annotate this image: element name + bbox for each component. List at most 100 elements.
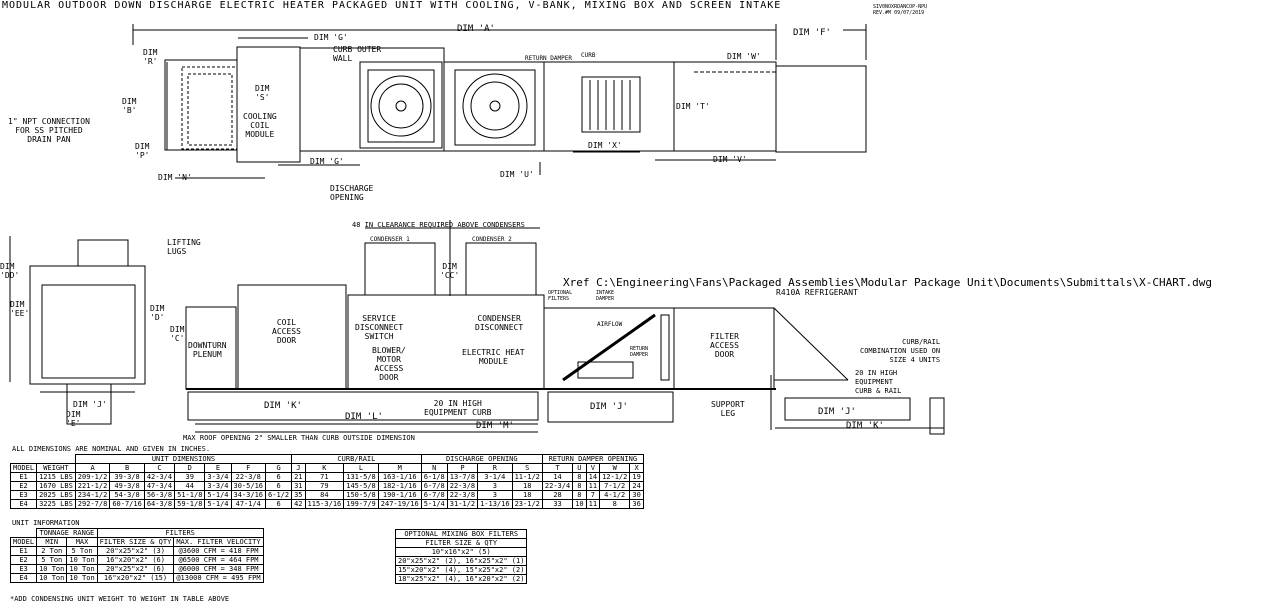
top-view-outline bbox=[132, 24, 867, 179]
unit-cell: 16"x20"x2" (15) bbox=[96, 573, 175, 583]
dim-g2-label: DIM 'G' bbox=[310, 157, 344, 166]
dims-cell: 35 bbox=[291, 490, 306, 500]
dims-cell: 23-1/2 bbox=[511, 499, 543, 509]
dims-cell: 3 bbox=[477, 490, 513, 500]
dims-cell: 33 bbox=[541, 499, 574, 509]
dims-cell: 1215 LBS bbox=[36, 472, 76, 482]
unit-cell: 5 Ton bbox=[36, 555, 68, 565]
mixing-filter-size-header: FILTER SIZE & QTY bbox=[394, 538, 528, 548]
dims-cell: 1-13/16 bbox=[477, 499, 513, 509]
dims-cell: 22-3/8 bbox=[446, 490, 479, 500]
dims-cell: 8 bbox=[572, 490, 587, 500]
dims-header-g: G bbox=[265, 463, 293, 473]
dims-header-m: M bbox=[377, 463, 422, 473]
dims-cell: 163-1/16 bbox=[377, 472, 422, 482]
mix-body: 10"x16"x2" (5)20"x25"x2" (2), 16"x25"x2"… bbox=[394, 547, 528, 584]
dims-header-weight: WEIGHT bbox=[36, 463, 76, 473]
filter-size-header: FILTER SIZE & QTY bbox=[96, 537, 175, 547]
unit-cell: 10 Ton bbox=[66, 573, 98, 583]
dim-ee-label: DIM 'EE' bbox=[10, 300, 30, 318]
dims-cell: 5-1/4 bbox=[420, 499, 448, 509]
dims-cell: 42 bbox=[291, 499, 306, 509]
curb-rail-height-label: 20 IN HIGH EQUIPMENT CURB & RAIL bbox=[855, 369, 902, 395]
ref-line-1: SIV0NOXRDANCOP-NPU bbox=[873, 4, 928, 10]
dims-cell: 22-3/8 bbox=[446, 481, 479, 491]
dims-cell: 22-3/8 bbox=[230, 472, 267, 482]
dim-t-label: DIM 'T' bbox=[676, 102, 710, 111]
dims-cell: 6-7/8 bbox=[420, 481, 448, 491]
filters-header: FILTERS bbox=[96, 528, 264, 538]
dims-cell: 51-1/8 bbox=[174, 490, 206, 500]
unit-header-row: MODEL MIN MAX FILTER SIZE & QTY MAX. FIL… bbox=[9, 537, 264, 547]
dims-cell: 131-5/8 bbox=[343, 472, 379, 482]
npt-connection-label: 1" NPT CONNECTION FOR SS PITCHED DRAIN P… bbox=[8, 117, 90, 144]
dim-b-label: DIM 'B' bbox=[122, 97, 137, 115]
curb-label: CURB bbox=[581, 52, 596, 59]
unit-cell: 10 Ton bbox=[36, 573, 68, 583]
dims-cell: E4 bbox=[9, 499, 38, 509]
dims-cell: 8 bbox=[572, 481, 587, 491]
dims-cell: 11-1/2 bbox=[511, 472, 543, 482]
dims-cell: 56-3/8 bbox=[143, 490, 176, 500]
dim-f-label: DIM 'F' bbox=[793, 28, 831, 38]
unit-group-row: TONNAGE RANGE FILTERS bbox=[10, 528, 264, 538]
dims-cell: 150-5/8 bbox=[343, 490, 379, 500]
unit-cell: 20"x25"x2" (6) bbox=[96, 564, 175, 574]
xref-path: Xref C:\Engineering\Fans\Packaged Assemb… bbox=[563, 276, 1213, 289]
side-view-outline bbox=[185, 220, 945, 435]
blower-door-label: BLOWER/ MOTOR ACCESS DOOR bbox=[372, 346, 406, 382]
table-row: 20"x25"x2" (2), 16"x25"x2" (1) bbox=[394, 556, 528, 566]
dims-cell: 292-7/8 bbox=[74, 499, 111, 509]
dims-cell: 47-1/4 bbox=[230, 499, 267, 509]
dims-cell: 8 bbox=[599, 499, 631, 509]
dims-cell: 18 bbox=[511, 490, 543, 500]
dims-cell: 145-5/8 bbox=[343, 481, 379, 491]
dims-cell: 5-1/4 bbox=[204, 490, 232, 500]
min-header: MIN bbox=[36, 537, 68, 547]
unit-info-label: UNIT INFORMATION bbox=[12, 519, 80, 527]
unit-cell: E1 bbox=[9, 546, 38, 556]
equipment-curb-label: 20 IN HIGH EQUIPMENT CURB bbox=[424, 399, 492, 417]
dim-j-side-label: DIM 'J' bbox=[590, 402, 628, 412]
clearance-note: 48 IN CLEARANCE REQUIRED ABOVE CONDENSER… bbox=[352, 221, 525, 229]
max-header: MAX bbox=[66, 537, 98, 547]
dims-cell: 115-3/16 bbox=[304, 499, 345, 509]
filter-access-door-label: FILTER ACCESS DOOR bbox=[710, 332, 739, 359]
dims-cell: 10 bbox=[572, 499, 587, 509]
condenser-2-label: CONDENSER 2 bbox=[472, 236, 512, 243]
dims-cell: 199-7/9 bbox=[343, 499, 379, 509]
mix-cell: 15"x20"x2" (4), 15"x25"x2" (2) bbox=[394, 565, 528, 575]
dims-cell: 42-3/4 bbox=[143, 472, 176, 482]
dims-header-x: X bbox=[629, 463, 644, 473]
dim-j-rail-label: DIM 'J' bbox=[818, 407, 856, 417]
dim-c-label: DIM 'C' bbox=[170, 325, 185, 343]
condenser-1-label: CONDENSER 1 bbox=[370, 236, 410, 243]
dim-r-label: DIM 'R' bbox=[143, 48, 158, 66]
dims-header-s: S bbox=[511, 463, 543, 473]
dims-cell: 14 bbox=[541, 472, 574, 482]
unit-cell: 10 Ton bbox=[36, 564, 68, 574]
dims-cell: E1 bbox=[9, 472, 38, 482]
cooling-coil-label: COOLING COIL MODULE bbox=[243, 112, 277, 139]
dim-j-end-label: DIM 'J' bbox=[73, 400, 107, 409]
downturn-plenum-label: DOWNTURN PLENUM bbox=[188, 341, 227, 359]
mix-cell: 10"x16"x2" (5) bbox=[394, 547, 528, 557]
support-leg-label: SUPPORT LEG bbox=[711, 400, 745, 418]
dims-cell: 6-7/8 bbox=[420, 490, 448, 500]
dims-cell: 11 bbox=[585, 481, 601, 491]
discharge-opening-label: DISCHARGE OPENING bbox=[330, 184, 374, 202]
dims-cell: 36 bbox=[629, 499, 644, 509]
dim-n-label: DIM 'N' bbox=[158, 173, 192, 182]
dims-cell: 19 bbox=[629, 472, 644, 482]
dims-cell: 64-3/8 bbox=[143, 499, 176, 509]
dim-w-label: DIM 'W' bbox=[727, 52, 761, 61]
dims-header-e: E bbox=[204, 463, 232, 473]
dims-cell: 31-1/2 bbox=[446, 499, 479, 509]
